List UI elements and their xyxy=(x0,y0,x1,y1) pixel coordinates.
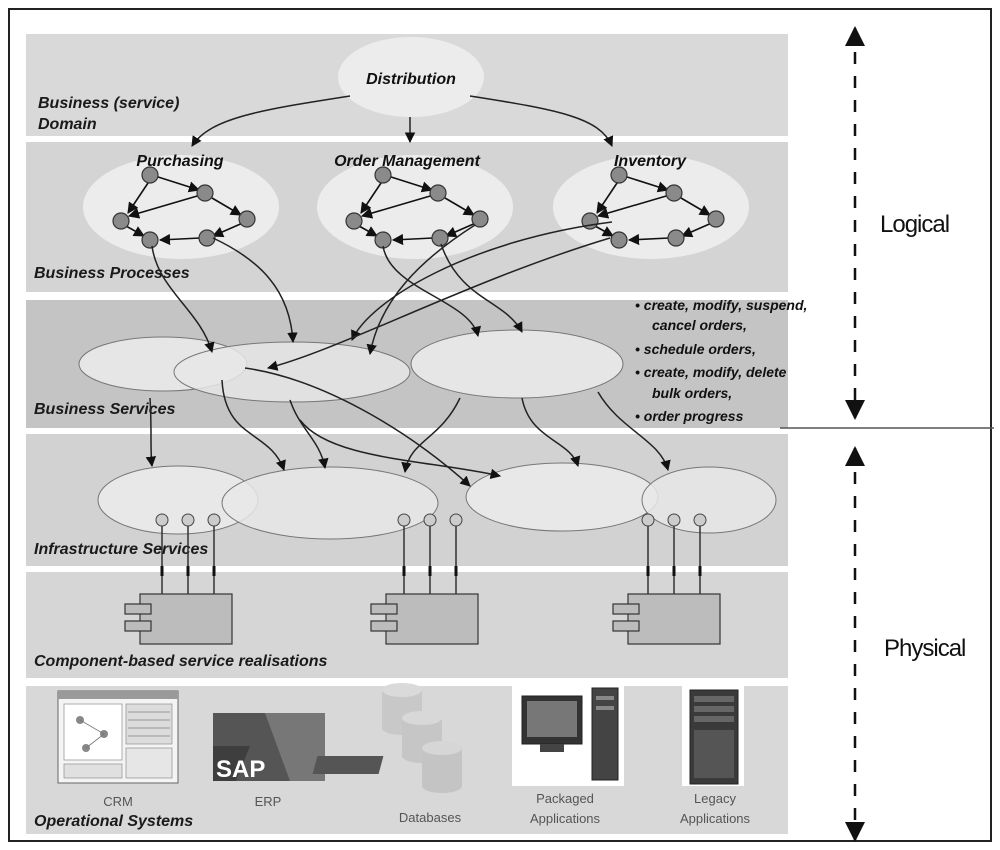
crm-screenshot-icon xyxy=(57,690,179,784)
databases-label: Databases xyxy=(399,810,462,825)
order-management-process-graph xyxy=(345,166,489,249)
purchasing-label: Purchasing xyxy=(136,153,223,170)
business-processes-label: Business Processes xyxy=(34,265,190,282)
physical-label: Physical xyxy=(884,635,965,662)
flow-service3-to-infra-3 xyxy=(521,397,581,468)
flow-order-to-service-3b xyxy=(440,243,523,333)
distribution-label: Distribution xyxy=(366,71,456,88)
component-group-1 xyxy=(124,513,233,645)
infrastructure-services-label: Infrastructure Services xyxy=(34,541,208,558)
infra-service-ellipse-4 xyxy=(641,466,777,534)
component-box-1 xyxy=(139,593,233,645)
component-box-3 xyxy=(627,593,721,645)
flow-service3-to-infra-2 xyxy=(401,397,461,474)
business-domain-label: Business (service) xyxy=(38,95,179,112)
flow-order-to-service-2 xyxy=(366,224,476,356)
logical-label: Logical xyxy=(880,211,949,238)
distribution-to-inventory-arrow xyxy=(469,95,614,147)
inventory-process-ellipse xyxy=(553,155,749,259)
distribution-to-purchasing-arrow xyxy=(191,95,351,147)
flow-inventory-to-service-2a xyxy=(351,221,613,341)
purchasing-process-graph xyxy=(112,166,256,249)
operation-item-1: • create, modify, suspend, xyxy=(635,297,807,313)
operation-item-2: • schedule orders, xyxy=(635,341,756,357)
flow-service-to-infra-3a xyxy=(299,419,502,480)
inventory-label: Inventory xyxy=(614,153,687,170)
flow-inventory-to-service-2b xyxy=(266,237,611,371)
operation-item-3: • create, modify, delete xyxy=(635,364,787,380)
components-label: Component-based service realisations xyxy=(34,653,328,670)
sap-logo-icon: SAP xyxy=(213,713,325,783)
flow-purchasing-to-service-1 xyxy=(151,245,215,354)
business-service-ellipse-2 xyxy=(173,341,411,403)
legacy-label: Legacy xyxy=(694,791,736,806)
business-domain-label-2: Domain xyxy=(38,116,97,133)
component-group-2 xyxy=(370,513,479,645)
operation-item-1b: cancel orders, xyxy=(652,317,747,333)
sap-logo-text: SAP xyxy=(216,756,265,783)
infra-service-ellipse-2 xyxy=(221,466,439,540)
component-group-3 xyxy=(612,513,721,645)
packaged-label: Packaged xyxy=(536,791,594,806)
flow-service-to-infra-3b xyxy=(244,367,471,487)
infra-service-ellipse-3 xyxy=(465,462,659,532)
server-tower-icon xyxy=(682,686,744,786)
desktop-computer-icon xyxy=(312,686,624,786)
crm-label: CRM xyxy=(103,794,133,809)
operation-item-4: • order progress xyxy=(635,408,744,424)
flow-order-to-service-3a xyxy=(382,245,482,338)
business-service-ellipse-3 xyxy=(410,329,624,399)
flow-service-to-infra-1 xyxy=(145,397,157,468)
operational-systems-label: Operational Systems xyxy=(34,813,193,830)
order-management-label: Order Management xyxy=(334,153,480,170)
packaged-label-2: Applications xyxy=(530,811,601,826)
flow-service-to-infra-2b xyxy=(289,399,329,470)
operation-item-3b: bulk orders, xyxy=(652,385,732,401)
database-cylinders-icon xyxy=(382,683,462,793)
purchasing-process-ellipse xyxy=(83,155,279,259)
legacy-label-2: Applications xyxy=(680,811,751,826)
flow-service3-to-infra-4 xyxy=(597,391,671,472)
distribution-domain-ellipse xyxy=(338,37,484,117)
erp-label: ERP xyxy=(255,794,282,809)
order-management-process-ellipse xyxy=(317,155,513,259)
business-services-label: Business Services xyxy=(34,401,176,418)
component-box-2 xyxy=(385,593,479,645)
flow-service-to-infra-2a xyxy=(221,379,286,471)
flow-purchasing-to-service-2 xyxy=(212,237,298,344)
